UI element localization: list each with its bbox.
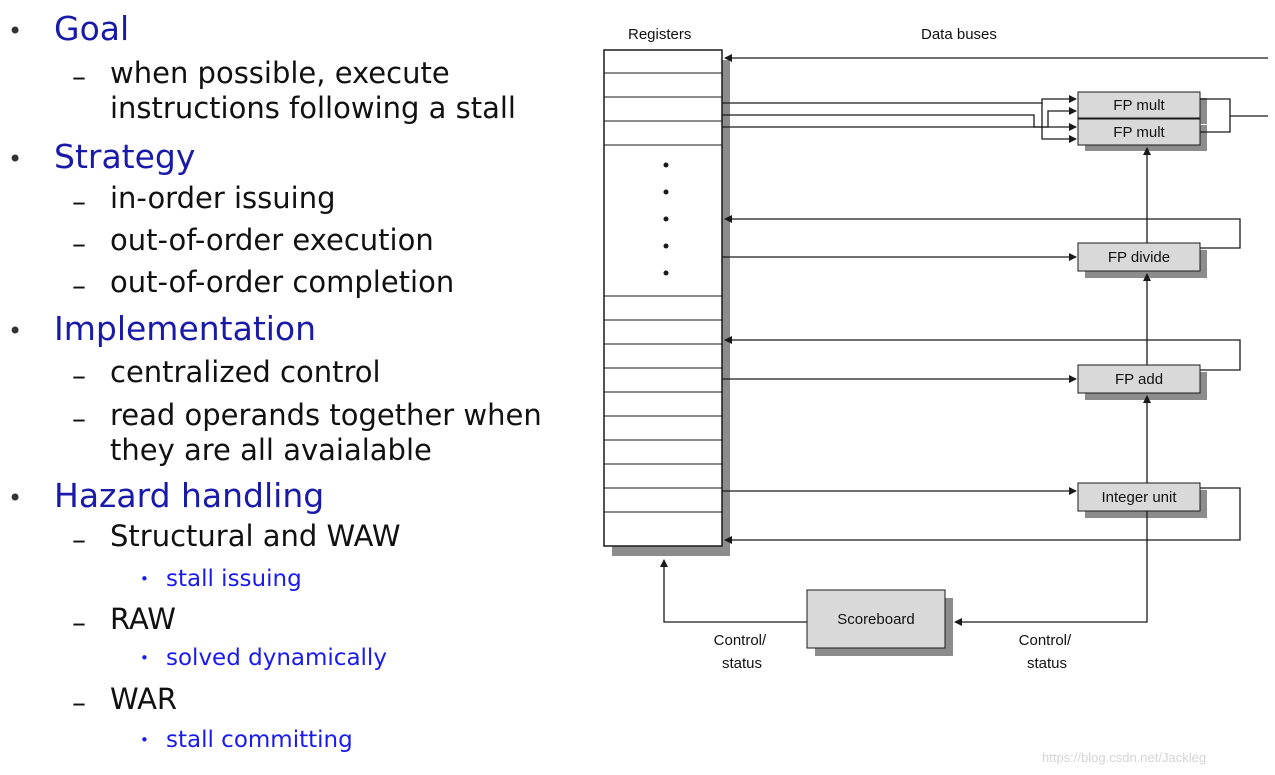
fp-add-unit: FP add — [1077, 364, 1207, 400]
bullet-dot: • — [8, 317, 23, 345]
fp-mult-1-label: FP mult — [1113, 97, 1165, 114]
bullet-dot: • — [8, 17, 23, 45]
outline-subitem: when possible, execute instructions foll… — [110, 56, 516, 125]
registers-label: Registers — [628, 26, 691, 43]
bullet-dash: – — [72, 227, 86, 260]
integer-unit-label: Integer unit — [1101, 489, 1177, 506]
outline-subitem: in-order issuing — [110, 181, 336, 215]
bullet-dot-small: • — [140, 731, 149, 749]
scoreboard-label: Scoreboard — [837, 611, 915, 628]
control-status-left-label: Control/ status — [714, 632, 771, 672]
register-ellipsis — [663, 162, 669, 276]
bullet-dash: – — [72, 402, 86, 435]
outline-subitem: Structural and WAW — [110, 519, 401, 553]
fp-add-label: FP add — [1115, 371, 1163, 388]
bullet-dot: • — [8, 484, 23, 512]
data-buses-label: Data buses — [921, 26, 997, 43]
control-status-right-label: Control/ status — [1019, 632, 1076, 672]
ellipsis-dot — [663, 189, 669, 195]
outline-subitem: read operands together when they are all… — [110, 398, 542, 467]
data-bus-lines — [722, 54, 1268, 544]
outline-subitem: out-of-order completion — [110, 265, 455, 299]
bullet-dash: – — [72, 686, 86, 719]
bullet-dash: – — [72, 185, 86, 218]
outline-subsubitem: stall issuing — [166, 566, 302, 592]
fp-mult-2-label: FP mult — [1113, 124, 1165, 141]
ellipsis-dot — [663, 243, 669, 249]
fp-divide-unit: FP divide — [1077, 242, 1207, 278]
bullet-dot-small: • — [140, 570, 149, 588]
fp-mult-unit-2: FP mult — [1077, 118, 1207, 151]
outline-subitem: centralized control — [110, 355, 381, 389]
bullet-dash: – — [72, 359, 86, 392]
register-file — [603, 49, 723, 547]
register-rows — [604, 72, 722, 513]
outline-list: •Goal–when possible, execute instruction… — [0, 0, 590, 775]
outline-heading: Implementation — [54, 309, 317, 348]
bullet-dash: – — [72, 269, 86, 302]
bullet-dot-small: • — [140, 649, 149, 667]
outline-subitem: out-of-order execution — [110, 223, 434, 257]
outline-subsubitem: stall committing — [166, 727, 353, 753]
scoreboard-unit: Scoreboard — [806, 589, 953, 656]
outline-subitem: WAR — [110, 682, 178, 716]
outline-subsubitem: solved dynamically — [166, 645, 387, 671]
integer-unit: Integer unit — [1077, 482, 1207, 518]
bullet-dash: – — [72, 606, 86, 639]
outline-subitem: RAW — [110, 602, 176, 636]
outline-heading: Hazard handling — [54, 476, 325, 515]
bullet-dash: – — [72, 523, 86, 556]
outline-heading: Goal — [54, 9, 130, 48]
ellipsis-dot — [663, 270, 669, 276]
control-status-lines — [660, 147, 1151, 626]
bullet-dot: • — [8, 145, 23, 173]
ellipsis-dot — [663, 216, 669, 222]
bullet-dash: – — [72, 60, 86, 93]
outline-heading: Strategy — [54, 137, 196, 176]
ellipsis-dot — [663, 162, 669, 168]
fp-divide-label: FP divide — [1108, 249, 1170, 266]
watermark: https://blog.csdn.net/Jackleg — [1042, 750, 1207, 765]
